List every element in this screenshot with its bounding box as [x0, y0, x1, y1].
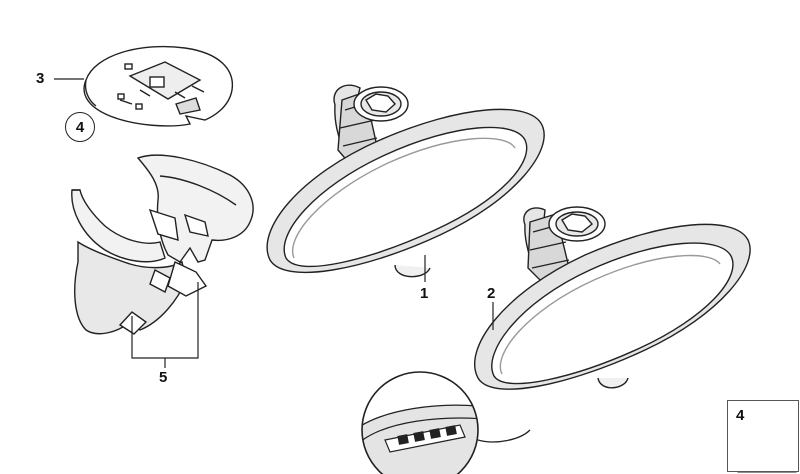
screw-key-box [727, 400, 799, 472]
callout-4-circled: 4 [65, 112, 95, 142]
callout-4-key: 4 [736, 407, 745, 424]
rear-mirror-lower-part [473, 206, 751, 390]
detail-view [361, 371, 531, 474]
cover-assembly-part [71, 154, 254, 335]
callout-5: 5 [159, 369, 168, 386]
cover-leader-lines [131, 282, 199, 368]
mount-plate-part [83, 45, 234, 127]
callout-2: 2 [487, 285, 496, 302]
callout-3: 3 [36, 70, 45, 87]
callout-4-circled-text: 4 [75, 118, 85, 136]
rear-mirror-upper-part [266, 84, 545, 278]
callout-1: 1 [420, 285, 429, 302]
